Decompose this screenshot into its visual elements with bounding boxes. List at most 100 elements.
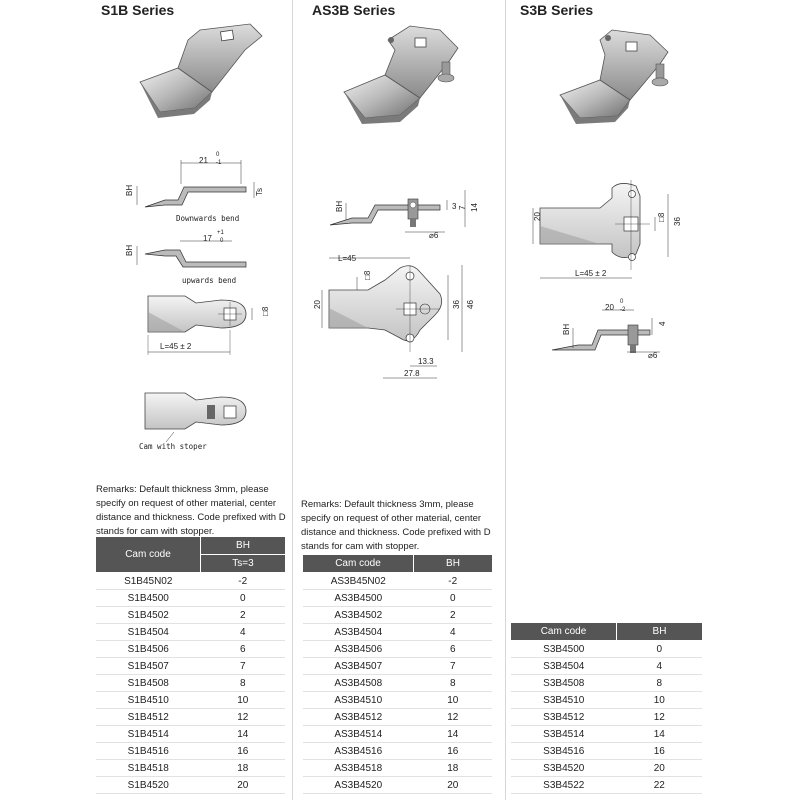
as3b-dim-14: 14 [470, 203, 479, 212]
s1b-stopper-view: Cam with stoper [139, 392, 247, 451]
cam-code-cell: AS3B4500 [303, 589, 414, 607]
cam-code-cell: AS3B4502 [303, 606, 414, 624]
as3b-dim-13-3: 13.3 [418, 357, 434, 366]
as3b-dim-length: L=45 [338, 254, 357, 263]
s3b-header-bh: BH [616, 623, 702, 641]
column-separator-1 [292, 0, 293, 800]
cam-code-cell: AS3B4508 [303, 674, 414, 692]
table-row: AS3B45N02-2 [303, 572, 492, 590]
bh-value-cell: 8 [200, 674, 285, 692]
bh-value-cell: 8 [616, 674, 702, 692]
s1b-cam-render [139, 23, 263, 118]
s3b-dim-length: L=45 ± 2 [575, 269, 607, 278]
as3b-dim-46: 46 [466, 300, 475, 309]
bh-value-cell: 4 [616, 657, 702, 675]
s1b-dim-21-tol: 0 [216, 152, 220, 158]
bh-value-cell: 16 [616, 742, 702, 760]
as3b-dim-sq8: □8 [363, 270, 372, 280]
s1b-dim-ts: Ts [255, 188, 264, 196]
s1b-dim-21: 21 [199, 156, 208, 165]
s1b-dim-bh-1: BH [125, 185, 134, 196]
s3b-dim-20b: 20 [605, 303, 614, 312]
bh-value-cell: 12 [200, 708, 285, 726]
bh-value-cell: 12 [616, 708, 702, 726]
bh-value-cell: 0 [200, 589, 285, 607]
as3b-side-view: BH 3 7 14 ⌀6 [329, 190, 479, 240]
as3b-remarks: Remarks: Default thickness 3mm, please s… [301, 499, 491, 552]
bh-value-cell: 7 [413, 657, 492, 675]
bh-value-cell: -2 [200, 572, 285, 590]
bh-value-cell: 4 [413, 623, 492, 641]
s3b-side-view: 20 0 -2 BH 4 ⌀6 [551, 299, 667, 360]
s1b-dim-21-tol2: -1 [216, 160, 222, 166]
cam-code-cell: S3B4508 [511, 674, 617, 692]
s1b-dim-17-tol2: 0 [220, 238, 224, 244]
cam-code-cell: S1B4507 [96, 657, 201, 675]
cam-code-cell: S1B4512 [96, 708, 201, 726]
bh-value-cell: 20 [200, 776, 285, 794]
s3b-top-view: 20 □8 36 L=45 ± 2 [532, 180, 682, 279]
cam-code-cell: S3B4504 [511, 657, 617, 675]
cam-code-cell: AS3B4518 [303, 759, 414, 777]
cam-code-cell: AS3B45N02 [303, 572, 414, 590]
bh-value-cell: 14 [616, 725, 702, 743]
cam-code-cell: S1B4514 [96, 725, 201, 743]
bh-value-cell: 2 [200, 606, 285, 624]
cam-code-cell: S1B45N02 [96, 572, 201, 590]
cam-code-cell: AS3B4504 [303, 623, 414, 641]
as3b-series-title: AS3B Series [312, 2, 396, 18]
bh-value-cell: 4 [200, 623, 285, 641]
s3b-series-title: S3B Series [520, 2, 594, 18]
s3b-dim-d6: ⌀6 [648, 351, 658, 360]
cam-code-cell: S3B4512 [511, 708, 617, 726]
s3b-cam-render [559, 29, 669, 124]
s3b-dim-20b-tol: 0 [620, 299, 624, 305]
cam-code-cell: AS3B4507 [303, 657, 414, 675]
s1b-caption-upwards: upwards bend [182, 276, 236, 285]
as3b-top-view: L=45 □8 20 36 46 13.3 27.8 [313, 254, 475, 379]
s1b-dim-bh-2: BH [125, 245, 134, 256]
bh-value-cell: 12 [413, 708, 492, 726]
s1b-downwards-bend-view: 21 0 -1 BH Ts Downwards bend [125, 152, 264, 223]
bh-value-cell: 10 [616, 691, 702, 709]
bh-value-cell: 18 [200, 759, 285, 777]
cam-code-cell: S1B4516 [96, 742, 201, 760]
as3b-dim-3: 3 [452, 202, 457, 211]
bh-value-cell: 14 [200, 725, 285, 743]
cam-code-cell: S1B4520 [96, 776, 201, 794]
s1b-upwards-bend-view: 17 +1 0 BH upwards bend [125, 230, 247, 285]
cam-code-cell: AS3B4514 [303, 725, 414, 743]
cam-code-cell: S1B4508 [96, 674, 201, 692]
as3b-dim-7: 7 [458, 205, 467, 210]
s1b-caption-stopper: Cam with stoper [139, 442, 207, 451]
s1b-header-cam-code: Cam code [96, 537, 201, 573]
s1b-dim-17-tol: +1 [217, 230, 225, 236]
s3b-dim-20b-tol2: -2 [620, 307, 626, 313]
s1b-top-view: □8 L=45 ± 2 [147, 295, 270, 355]
as3b-cam-render [343, 25, 459, 124]
cam-code-cell: S3B4520 [511, 759, 617, 777]
cam-code-cell: S1B4502 [96, 606, 201, 624]
cam-code-cell: S3B4510 [511, 691, 617, 709]
s1b-series-title: S1B Series [101, 2, 175, 18]
bh-value-cell: 8 [413, 674, 492, 692]
cam-code-cell: S1B4500 [96, 589, 201, 607]
